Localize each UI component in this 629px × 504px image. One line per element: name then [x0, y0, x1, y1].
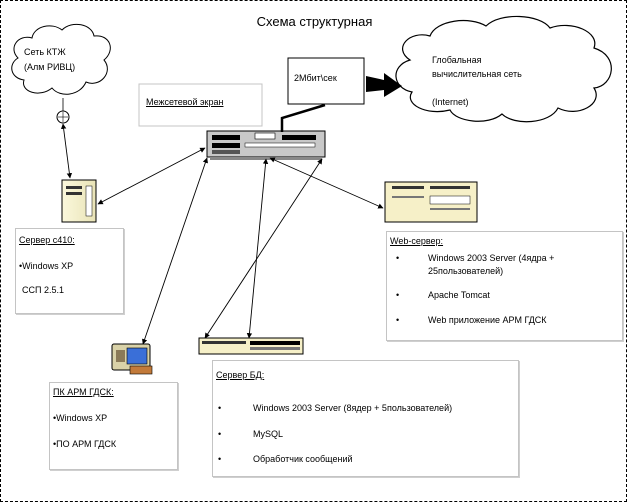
pc-arm-box — [49, 382, 178, 470]
firewall-label: Межсетевой экран — [146, 97, 224, 107]
web-server-box — [386, 231, 623, 341]
internet-label-line2: вычислительная сеть — [432, 69, 522, 79]
link-firewall-pc-arm — [142, 157, 208, 345]
firewall-label-box — [138, 83, 263, 127]
ktzh-label-line1: Сеть КТЖ — [24, 47, 66, 57]
link-firewall-server-c410 — [97, 147, 206, 205]
bullet-dot: • — [396, 290, 400, 300]
db-server-title: Сервер БД: — [216, 370, 265, 380]
ktzh-cloud — [11, 23, 111, 95]
web-server-item: 25пользователей) — [428, 266, 504, 276]
diagram-title: Схема структурная — [256, 14, 373, 29]
bullet-dot: • — [396, 253, 400, 263]
db-server-item: MySQL — [253, 429, 284, 439]
web-server-item: Apache Tomcat — [428, 290, 490, 300]
link-firewall-db-server-b — [204, 158, 323, 339]
bullet-dot: • — [218, 454, 222, 464]
server-c410-icon — [61, 179, 97, 223]
bullet-dot: • — [396, 315, 400, 325]
bullet-dot: • — [218, 429, 222, 439]
web-server-item: Web приложение АРМ ГДСК — [428, 315, 547, 325]
server-c410-item: •Windows XP — [19, 261, 74, 271]
db-server-item: Обработчик сообщений — [253, 454, 353, 464]
web-server-item: Windows 2003 Server (4ядра + — [428, 253, 555, 263]
firewall-device-icon — [206, 130, 326, 160]
pc-arm-icon — [111, 343, 153, 375]
ktzh-label-line2: (Алм РИВЦ) — [24, 62, 76, 72]
link-firewall-web-server — [269, 157, 384, 209]
db-server-box — [212, 360, 519, 477]
link-ktzh-server-c410 — [60, 123, 73, 179]
bullet-dot: • — [218, 403, 222, 413]
link-speed-to-internet-arrow — [366, 73, 402, 97]
web-server-title: Web-сервер: — [390, 236, 444, 246]
server-c410-title: Сервер с410: — [19, 235, 75, 245]
server-c410-box — [15, 228, 124, 314]
link-firewall-to-speed — [280, 103, 326, 132]
pc-arm-title: ПК АРМ ГДСК: — [53, 387, 114, 397]
web-server-icon — [384, 181, 478, 223]
internet-label-line3: (Internet) — [432, 97, 469, 107]
internet-cloud — [395, 15, 612, 123]
speed-box — [287, 57, 365, 105]
internet-label-line1: Глобальная — [432, 55, 482, 65]
pc-arm-item: •Windows XP — [53, 413, 108, 423]
server-c410-item: ССП 2.5.1 — [22, 285, 64, 295]
db-server-icon — [198, 337, 304, 355]
db-server-item: Windows 2003 Server (8ядер + 5пользовате… — [253, 403, 453, 413]
speed-label: 2Мбит\сек — [294, 73, 337, 83]
pc-arm-item: •ПО АРМ ГДСК — [53, 439, 117, 449]
